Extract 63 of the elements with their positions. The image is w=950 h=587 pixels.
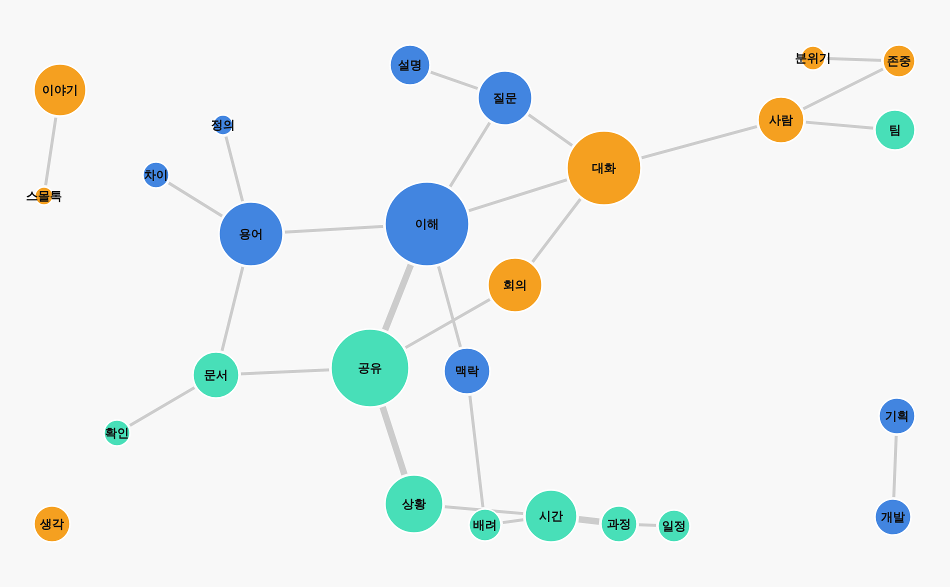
word-node (524, 489, 578, 543)
node-label: 대화 (592, 160, 616, 176)
node-label: 존중 (887, 52, 911, 70)
node-label: 회의 (503, 276, 527, 294)
connector-line (444, 505, 524, 516)
connector-line (638, 523, 656, 527)
connector-line (129, 386, 196, 427)
connector-line (430, 70, 478, 90)
connector-line (168, 182, 223, 218)
node-label: 기획 (885, 408, 909, 424)
connector-line (448, 122, 491, 188)
node-label: 팀 (889, 122, 901, 138)
connector-line (220, 266, 244, 352)
connector-line (437, 266, 462, 348)
connector-line (468, 178, 568, 212)
node-label: 과정 (607, 516, 631, 532)
connector-line (826, 57, 882, 62)
word-node (330, 328, 410, 408)
connector-line (224, 136, 244, 202)
connector-line (44, 117, 58, 186)
node-label: 질문 (493, 90, 517, 106)
node-label: 문서 (204, 366, 228, 384)
node-label: 사람 (769, 112, 793, 128)
connector-line (380, 406, 408, 476)
node-label: 공유 (358, 360, 382, 376)
word-node (566, 130, 642, 206)
connector-line (468, 396, 484, 508)
word-node (757, 96, 805, 144)
word-node (218, 201, 284, 267)
node-label: 차이 (144, 166, 168, 184)
word-node (477, 70, 533, 126)
word-node (192, 351, 240, 399)
connector-line (404, 298, 491, 349)
node-label: 생각 (40, 516, 64, 532)
connector-line (382, 264, 414, 332)
node-label: 개발 (881, 508, 905, 526)
connector-line (578, 516, 600, 525)
word-node (384, 474, 444, 534)
word-node (387, 44, 433, 86)
connector-line (528, 114, 574, 147)
node-label: 이해 (415, 216, 439, 232)
word-node (872, 109, 918, 151)
connector-line (502, 518, 524, 524)
node-label: 일정 (662, 518, 686, 534)
node-label: 상황 (402, 496, 426, 512)
node-label: 배려 (473, 516, 497, 534)
word-node (443, 347, 491, 395)
node-label: 이야기 (42, 82, 78, 98)
node-label: 맥락 (455, 362, 479, 380)
connector-line (240, 368, 330, 376)
word-node (33, 63, 87, 117)
node-label: 용어 (239, 226, 263, 242)
connector-line (806, 120, 874, 130)
word-node (384, 181, 470, 267)
connector-line (802, 68, 884, 110)
connector-line (284, 225, 384, 234)
node-label: 설명 (398, 56, 422, 74)
connector-line (531, 198, 582, 263)
node-label: 시간 (539, 508, 563, 524)
node-label: 확인 (105, 424, 129, 442)
word-node (487, 257, 543, 313)
connector-line (641, 125, 758, 160)
connector-line (892, 436, 898, 498)
